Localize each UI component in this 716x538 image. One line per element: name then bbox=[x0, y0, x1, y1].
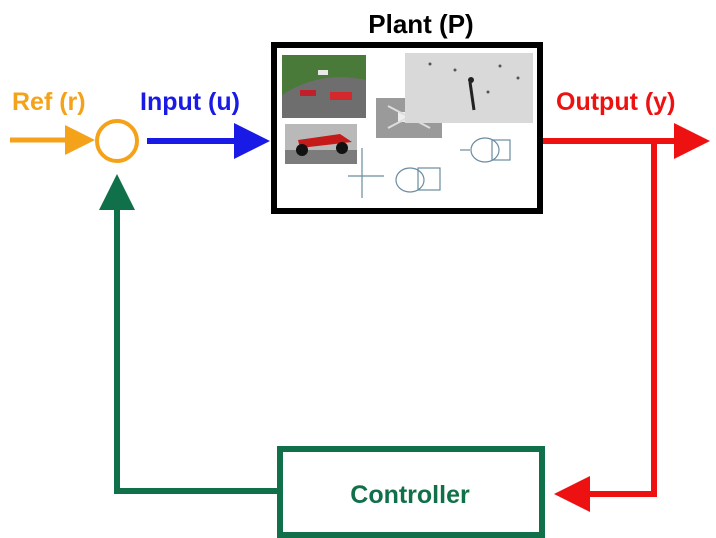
controller-to-junction-arrow bbox=[99, 174, 280, 494]
plant-title: Plant (P) bbox=[368, 9, 473, 39]
ref-label: Ref (r) bbox=[12, 88, 86, 116]
input-label: Input (u) bbox=[140, 88, 240, 116]
race-cars-image bbox=[282, 55, 366, 118]
drone-swarm-image bbox=[405, 53, 533, 123]
summing-junction bbox=[95, 119, 139, 163]
plant-block bbox=[271, 42, 543, 214]
formula-car-image bbox=[285, 124, 357, 164]
output-label: Output (y) bbox=[556, 88, 675, 116]
controller-block bbox=[277, 446, 545, 538]
mechanism-sketches bbox=[348, 137, 511, 198]
controller-label: Controller bbox=[350, 481, 470, 509]
feedback-to-controller-arrow bbox=[554, 141, 657, 512]
